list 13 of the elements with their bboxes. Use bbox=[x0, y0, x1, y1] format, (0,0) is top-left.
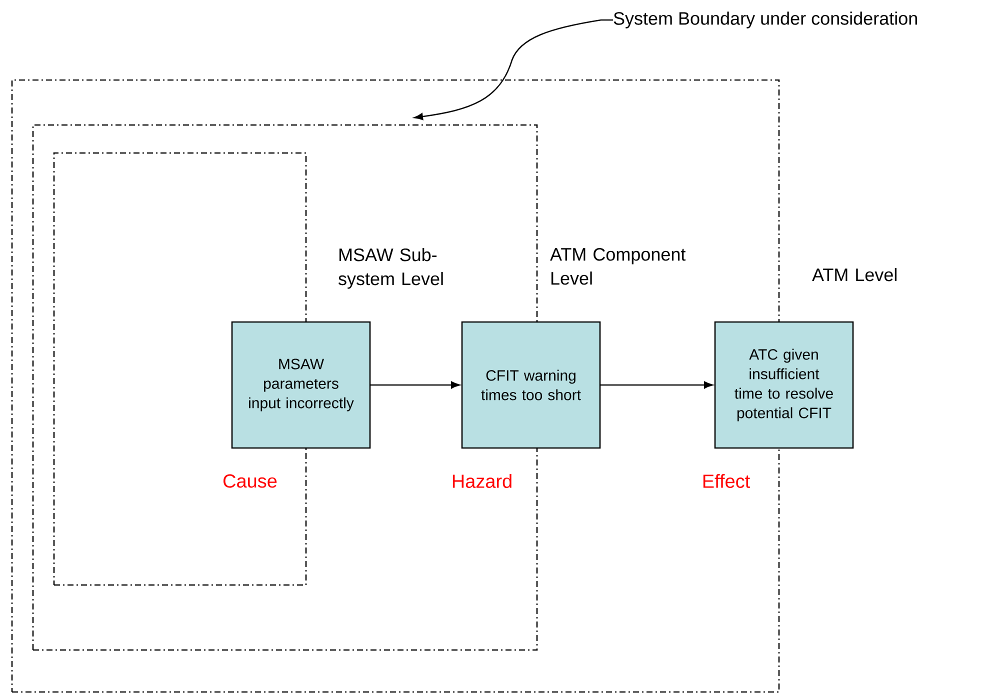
process-box: ATC given insufficient time to resolve potential CFIT bbox=[714, 321, 854, 449]
arrow bbox=[370, 381, 460, 389]
arrow bbox=[600, 381, 713, 389]
process-box: CFIT warning times too short bbox=[461, 321, 601, 449]
curved-arrow bbox=[414, 19, 613, 120]
annotation-label: Cause bbox=[224, 474, 277, 488]
process-box: MSAW parameters input incorrectly bbox=[231, 321, 371, 449]
level-label: ATM Level bbox=[812, 268, 896, 282]
annotation-label: Effect bbox=[703, 474, 750, 488]
callout-text: System Boundary under consideration bbox=[614, 12, 917, 28]
level-label: ATM Component Level bbox=[550, 248, 686, 285]
annotation-label: Hazard bbox=[452, 474, 512, 488]
level-label: MSAW Sub-system Level bbox=[338, 248, 443, 289]
